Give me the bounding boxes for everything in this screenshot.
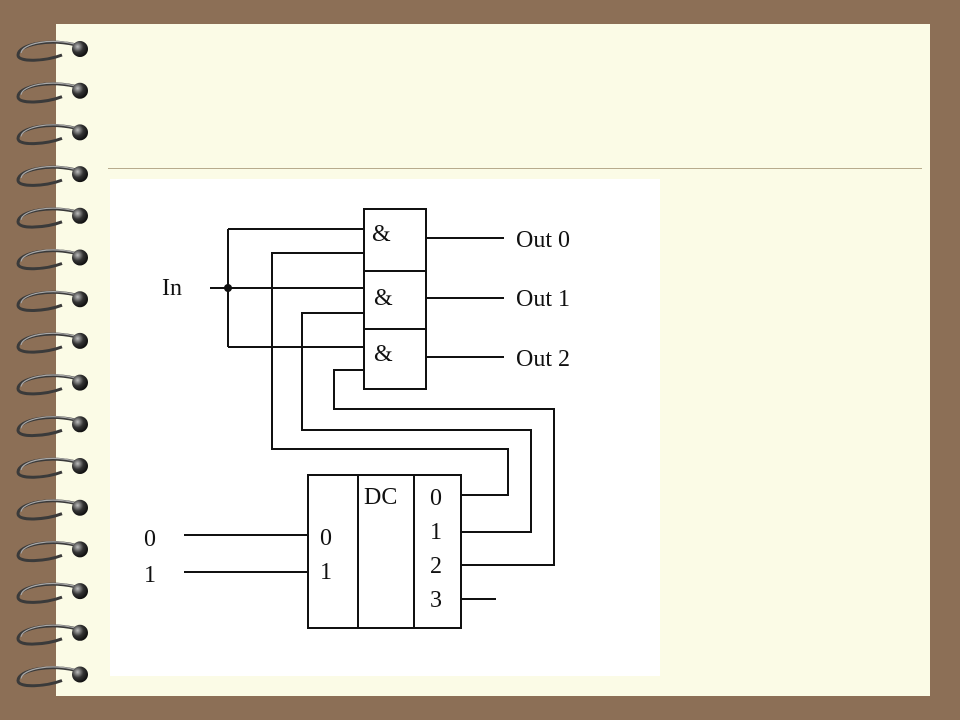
decoder-label: DC bbox=[364, 484, 397, 510]
enable-wire-0 bbox=[271, 252, 509, 496]
decoder-input-1: 1 bbox=[320, 559, 332, 585]
circuit-diagram: In & & & Out 0 Out 1 Out 2 bbox=[144, 208, 570, 629]
decoder-output-1: 1 bbox=[430, 519, 442, 545]
binding-ring bbox=[16, 82, 88, 104]
out-1-label: Out 1 bbox=[516, 286, 570, 312]
decoder-output-2: 2 bbox=[430, 553, 442, 579]
binding-ring bbox=[16, 499, 88, 521]
circuit-diagram-panel: In & & & Out 0 Out 1 Out 2 bbox=[110, 179, 660, 676]
title-divider bbox=[108, 168, 922, 169]
decoder-output-0: 0 bbox=[430, 485, 442, 511]
select-1-label: 1 bbox=[144, 562, 156, 588]
decoder-input-0: 0 bbox=[320, 525, 332, 551]
binding-ring bbox=[16, 624, 88, 646]
binding-ring bbox=[16, 457, 88, 479]
binding-ring bbox=[16, 582, 88, 604]
binding-ring bbox=[16, 666, 88, 688]
binding-ring bbox=[16, 249, 88, 271]
decoder-output-3: 3 bbox=[430, 587, 442, 613]
binding-ring bbox=[16, 374, 88, 396]
input-label: In bbox=[162, 275, 182, 301]
junction-dot bbox=[224, 284, 232, 292]
and-gate-1-symbol: & bbox=[374, 285, 393, 311]
binding-ring bbox=[16, 207, 88, 229]
out-0-label: Out 0 bbox=[516, 227, 570, 253]
spiral-binding bbox=[16, 40, 88, 688]
binding-ring bbox=[16, 124, 88, 146]
binding-ring bbox=[16, 415, 88, 438]
enable-wire-2 bbox=[333, 369, 555, 566]
binding-ring bbox=[16, 332, 88, 354]
out-2-label: Out 2 bbox=[516, 346, 570, 372]
binding-ring bbox=[16, 165, 88, 187]
binding-ring bbox=[16, 541, 88, 563]
binding-ring bbox=[16, 40, 88, 62]
and-gate-2-symbol: & bbox=[374, 341, 393, 367]
and-gate-0-symbol: & bbox=[372, 221, 391, 247]
and-gate-0: & bbox=[363, 208, 427, 272]
enable-wire-1 bbox=[301, 312, 532, 533]
decoder-block: DC 0 1 0 1 2 3 bbox=[307, 474, 462, 629]
and-gate-2: & bbox=[363, 328, 427, 390]
select-0-label: 0 bbox=[144, 526, 156, 552]
binding-ring bbox=[16, 290, 88, 312]
input-bus bbox=[210, 228, 364, 348]
and-gate-1: & bbox=[363, 270, 427, 330]
